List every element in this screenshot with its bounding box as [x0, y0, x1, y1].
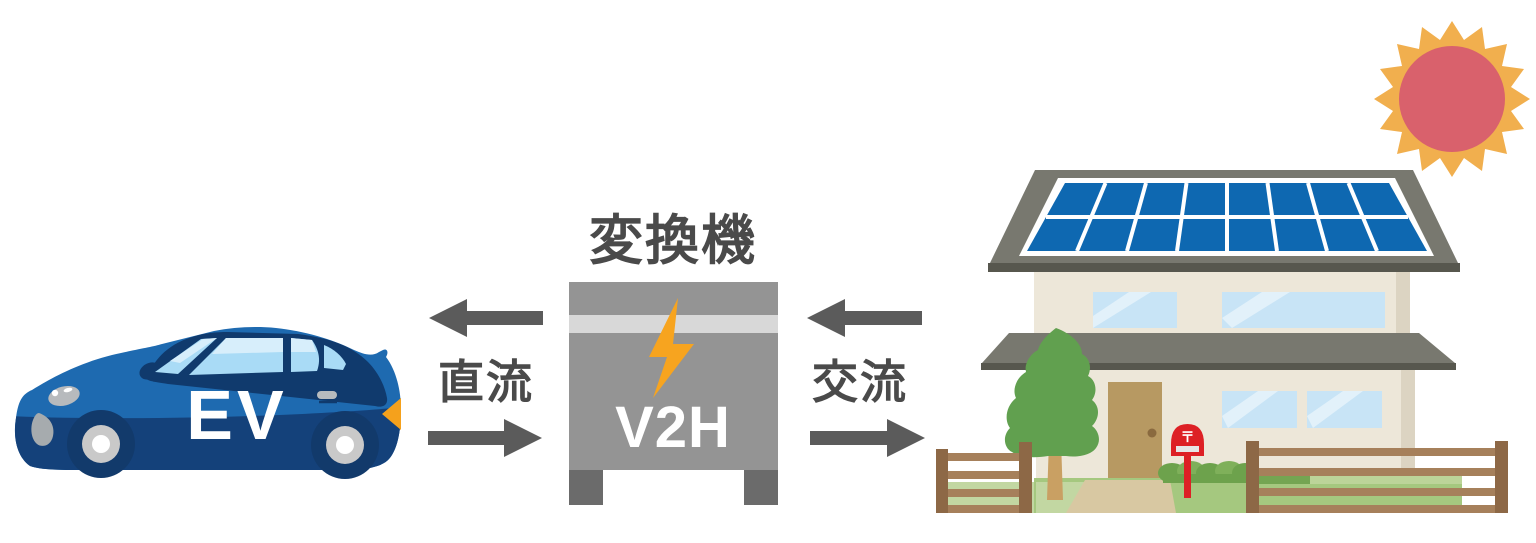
bushes [1158, 461, 1258, 483]
fence-left [936, 442, 1032, 513]
mailbox: 〒 [1171, 424, 1204, 498]
arrow-left-icon [807, 299, 922, 337]
converter-foot-left [569, 470, 603, 505]
mailbox-symbol: 〒 [1181, 429, 1195, 445]
arrow-right-icon [428, 419, 542, 457]
ac-label: 交流 [812, 356, 908, 408]
tree [1004, 328, 1099, 500]
rear-wheel [311, 411, 379, 479]
arrow-left-icon [429, 299, 543, 337]
side-mirror [139, 362, 161, 380]
ev-label: EV [186, 376, 287, 454]
sun-icon [1374, 21, 1530, 177]
ac-flow: 交流 [807, 299, 925, 457]
ev-car: EV [14, 327, 402, 479]
house-wall-shade-1f [1401, 360, 1415, 485]
eave [981, 333, 1456, 370]
door-handle [317, 391, 337, 404]
converter-unit: 変換機 V2H [569, 211, 778, 505]
fence-right [1246, 441, 1508, 513]
tail-light [382, 398, 401, 430]
dc-flow: 直流 [428, 299, 543, 457]
front-wheel [67, 410, 135, 478]
window [1222, 292, 1385, 328]
converter-foot-right [744, 470, 778, 505]
headlight [48, 386, 80, 406]
car-windows [155, 338, 346, 375]
garden-path [1066, 480, 1176, 513]
house: 〒 [936, 170, 1508, 513]
window [1222, 391, 1297, 428]
lightning-bolt-icon [649, 298, 694, 398]
window [1093, 292, 1177, 328]
v2h-label: V2H [615, 395, 731, 460]
door-knob [1147, 428, 1157, 438]
solar-panel [1019, 178, 1434, 256]
converter-title: 変換機 [589, 211, 757, 271]
arrow-right-icon [810, 419, 925, 457]
fog-lamp [31, 413, 54, 446]
front-door [1108, 382, 1162, 480]
dc-label: 直流 [438, 356, 534, 408]
window [1307, 391, 1382, 428]
tree-foliage [1004, 328, 1099, 458]
sun-core [1399, 46, 1505, 152]
house-wall-shade-2f [1396, 268, 1410, 338]
